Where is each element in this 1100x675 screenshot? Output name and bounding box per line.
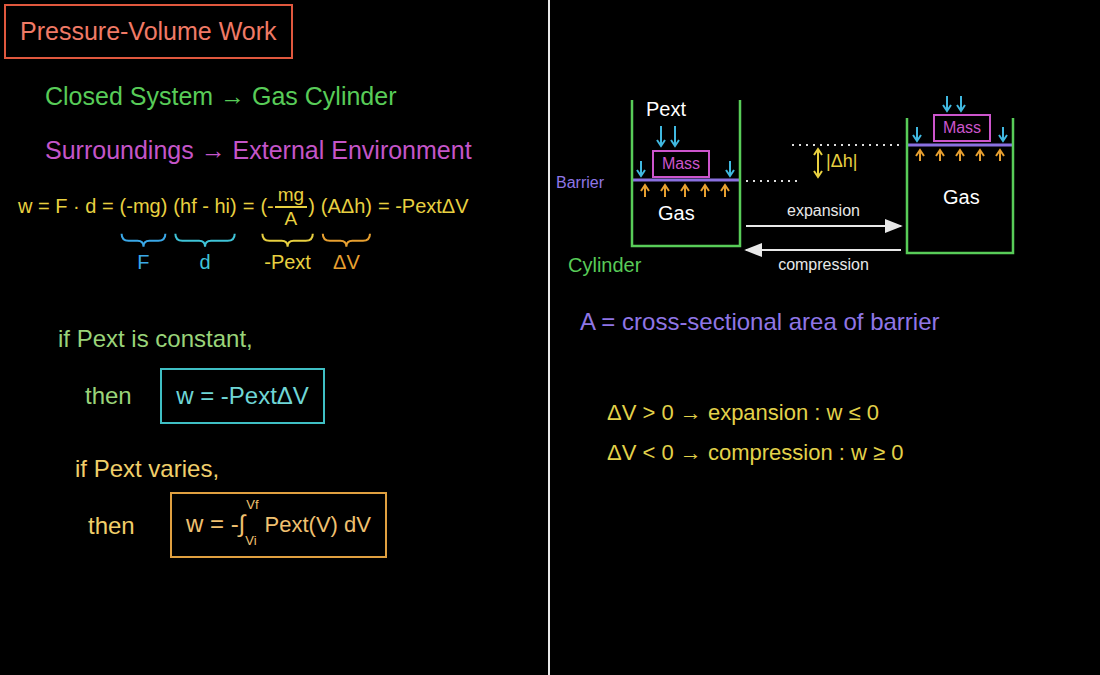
- level-line: [792, 144, 903, 146]
- equation-part: (AΔh): [321, 195, 372, 218]
- gas-label: Gas: [943, 186, 980, 209]
- equation-part: (-: [260, 195, 273, 218]
- heading-line: Closed System → Gas Cylinder: [45, 82, 397, 111]
- mass-block: Mass: [933, 114, 991, 142]
- node-text: Mass: [943, 119, 981, 137]
- fraction: mgA: [275, 184, 307, 230]
- equation-part: = -PextΔV: [378, 195, 469, 218]
- node-text: Vf: [246, 498, 258, 513]
- barrier-line: [633, 179, 739, 182]
- title-box: Pressure-Volume Work: [4, 4, 293, 59]
- equation-part: ): [308, 195, 315, 218]
- mass-block: Mass: [652, 150, 710, 178]
- gas-cylinder: Gas Mass: [905, 112, 1015, 255]
- part-name: Barrier: [556, 174, 604, 192]
- condition-text: then: [85, 382, 132, 410]
- arrow-label: compression: [778, 256, 869, 274]
- equation-row: w = F · d =(-mg)(hf - hi)=(-mgA)(AΔh)= -…: [18, 184, 469, 230]
- dimension-label: |Δh|: [826, 151, 857, 172]
- gas-cylinder: PextGasCylinderMass: [630, 98, 742, 248]
- process-arrow: [746, 225, 901, 227]
- equation-part: =: [243, 195, 255, 218]
- barrier-line: [908, 144, 1012, 147]
- divider-line: [548, 0, 550, 675]
- node-text: Pext(V) dV: [265, 512, 371, 537]
- equation-part: w = F · d =: [18, 195, 114, 218]
- external-pressure-arrows: [913, 96, 1007, 141]
- brace-label: F: [137, 251, 149, 274]
- gas-label: Gas: [658, 202, 695, 225]
- cylinder-wall: [907, 118, 1013, 253]
- equation-part: (-mg): [120, 195, 168, 218]
- node-text: w = -PextΔV: [176, 382, 309, 410]
- gas-pressure-arrows: [641, 185, 729, 197]
- cylinder-label: Cylinder: [568, 254, 641, 277]
- cylinder-outline: [630, 98, 742, 248]
- condition-text: if Pext varies,: [75, 455, 219, 483]
- sign-rule: ΔV > 0 → expansion : w ≤ 0: [607, 400, 879, 425]
- process-arrow: [746, 249, 901, 251]
- underbrace: [122, 234, 166, 247]
- definition-note: A = cross-sectional area of barrier: [580, 308, 940, 336]
- node-text: w = -∫: [186, 510, 245, 538]
- underbrace: [262, 234, 312, 247]
- height-arrow: [814, 149, 822, 177]
- fraction-denominator: A: [285, 208, 298, 230]
- fraction-numerator: mg: [275, 184, 307, 208]
- condition-text: then: [88, 512, 135, 540]
- equation-part: (hf - hi): [173, 195, 236, 218]
- sign-rule: ΔV < 0 → compression : w ≥ 0: [607, 440, 903, 465]
- brace-label: ΔV: [333, 251, 360, 274]
- cylinder-wall: [632, 100, 740, 246]
- formula-box: w = -∫VfVi Pext(V) dV: [170, 492, 387, 558]
- arrow-label: expansion: [787, 202, 860, 220]
- condition-text: if Pext is constant,: [58, 325, 253, 353]
- node-text: Vi: [245, 534, 256, 549]
- underbrace: [323, 234, 370, 247]
- brace-label: d: [199, 251, 210, 274]
- gas-pressure-arrows: [916, 150, 1004, 161]
- brace-label: -Pext: [264, 251, 311, 274]
- pressure-label: Pext: [646, 98, 686, 121]
- fraction-group: (-mgA): [260, 184, 314, 230]
- formula-box: w = -PextΔV: [160, 368, 325, 424]
- underbrace: [175, 234, 234, 247]
- level-line: [746, 180, 802, 182]
- heading-line: Surroundings → External Environment: [45, 136, 472, 165]
- node-text: Mass: [662, 155, 700, 173]
